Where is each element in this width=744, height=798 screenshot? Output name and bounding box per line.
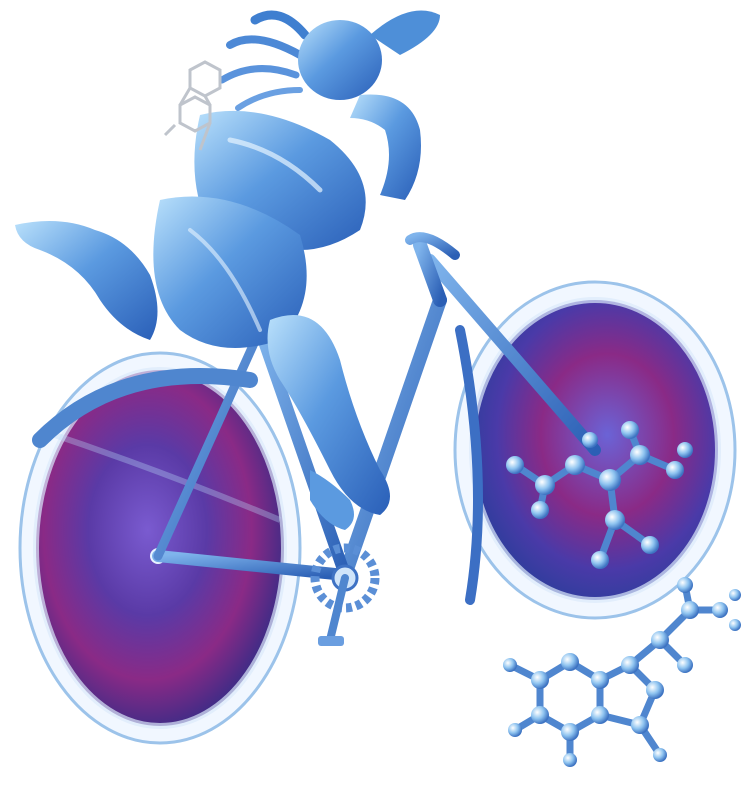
- figure-icon: [15, 10, 440, 530]
- molecule-icon: [163, 60, 222, 151]
- molecule-icon: [506, 421, 693, 569]
- molecule-icon: [503, 577, 741, 767]
- chainring-icon: [310, 543, 380, 646]
